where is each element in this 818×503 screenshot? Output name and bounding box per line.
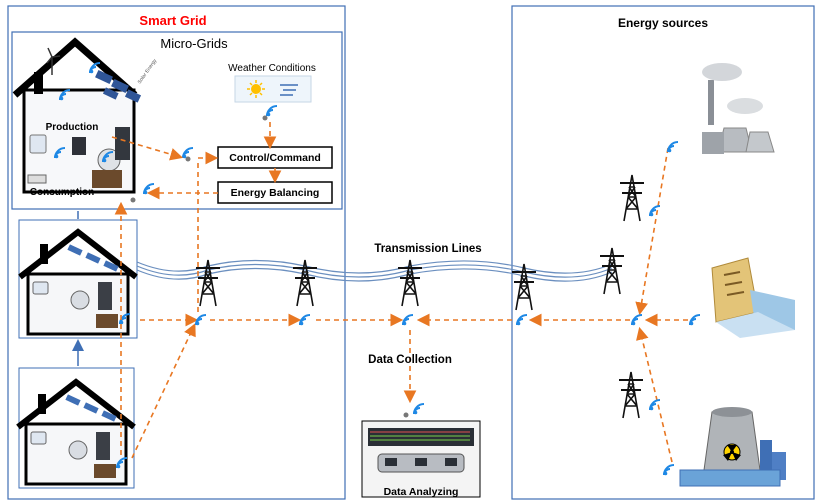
transmission-lines (136, 259, 613, 282)
data-collection-label: Data Collection (368, 354, 452, 366)
house-sensor-icon (130, 197, 136, 203)
collection-wifi-icon (412, 403, 425, 416)
grid-wifi-icon (194, 314, 207, 327)
factory-wifi-icon (666, 141, 679, 154)
micro-grids-frame (11, 31, 343, 210)
wind-icon (280, 84, 298, 96)
energy-sources-title: Energy sources (618, 16, 708, 30)
tower-icon (511, 263, 537, 311)
control-room-image (361, 420, 481, 498)
grid-wifi-icon (630, 314, 643, 327)
transmission-lines-label: Transmission Lines (374, 243, 481, 255)
dishwasher-icon (72, 137, 86, 155)
weather-label: Weather Conditions (228, 63, 316, 74)
tower-icon (195, 259, 221, 307)
smart-grid-frame (7, 5, 346, 500)
grid-wifi-icon (688, 314, 701, 327)
tower-icon (397, 259, 423, 307)
house-2 (20, 232, 136, 334)
grid-wifi-icon (515, 314, 528, 327)
weather-conditions-panel (234, 75, 312, 103)
energy-balancing-label: Energy Balancing (231, 187, 320, 199)
oven-icon (92, 170, 122, 188)
tower-icon (619, 174, 645, 222)
micro-grids-title: Micro-Grids (160, 36, 228, 51)
sensor-wifi-icon (265, 105, 278, 118)
sensor-icon (262, 115, 268, 121)
meter-icon (29, 134, 47, 154)
tower-wifi-icon (648, 205, 661, 218)
house-3 (18, 382, 134, 484)
nuclear-power-plant-icon (679, 407, 786, 487)
grid-wifi-icon (401, 314, 414, 327)
sun-icon (251, 84, 261, 94)
control-command-label: Control/Command (229, 152, 321, 164)
nuclear-wifi-icon (662, 464, 675, 477)
fridge-icon (115, 127, 130, 160)
consumption-label: Consumption (30, 187, 94, 198)
hydro-dam-icon (711, 257, 795, 338)
wind-turbine-icon (46, 47, 61, 75)
solar-panel-icon (95, 69, 142, 103)
router-icon (27, 174, 47, 184)
tower-icon (618, 371, 644, 419)
solar-energy-text: Solar Energy (137, 58, 159, 86)
energy-sources-frame (511, 5, 815, 500)
house-frame-2 (18, 219, 138, 339)
tower-icon (292, 259, 318, 307)
thermal-power-plant-icon (702, 63, 775, 154)
hub-sensor-icon (185, 156, 191, 162)
grid-wifi-icon (298, 314, 311, 327)
data-analyzing-label: Data Analyzing (384, 486, 459, 498)
collection-sensor-icon (403, 412, 409, 418)
smart-grid-title: Smart Grid (139, 13, 206, 28)
production-label: Production (46, 122, 99, 133)
micro-grid-house: Solar Energy Production Consumption (12, 37, 159, 198)
